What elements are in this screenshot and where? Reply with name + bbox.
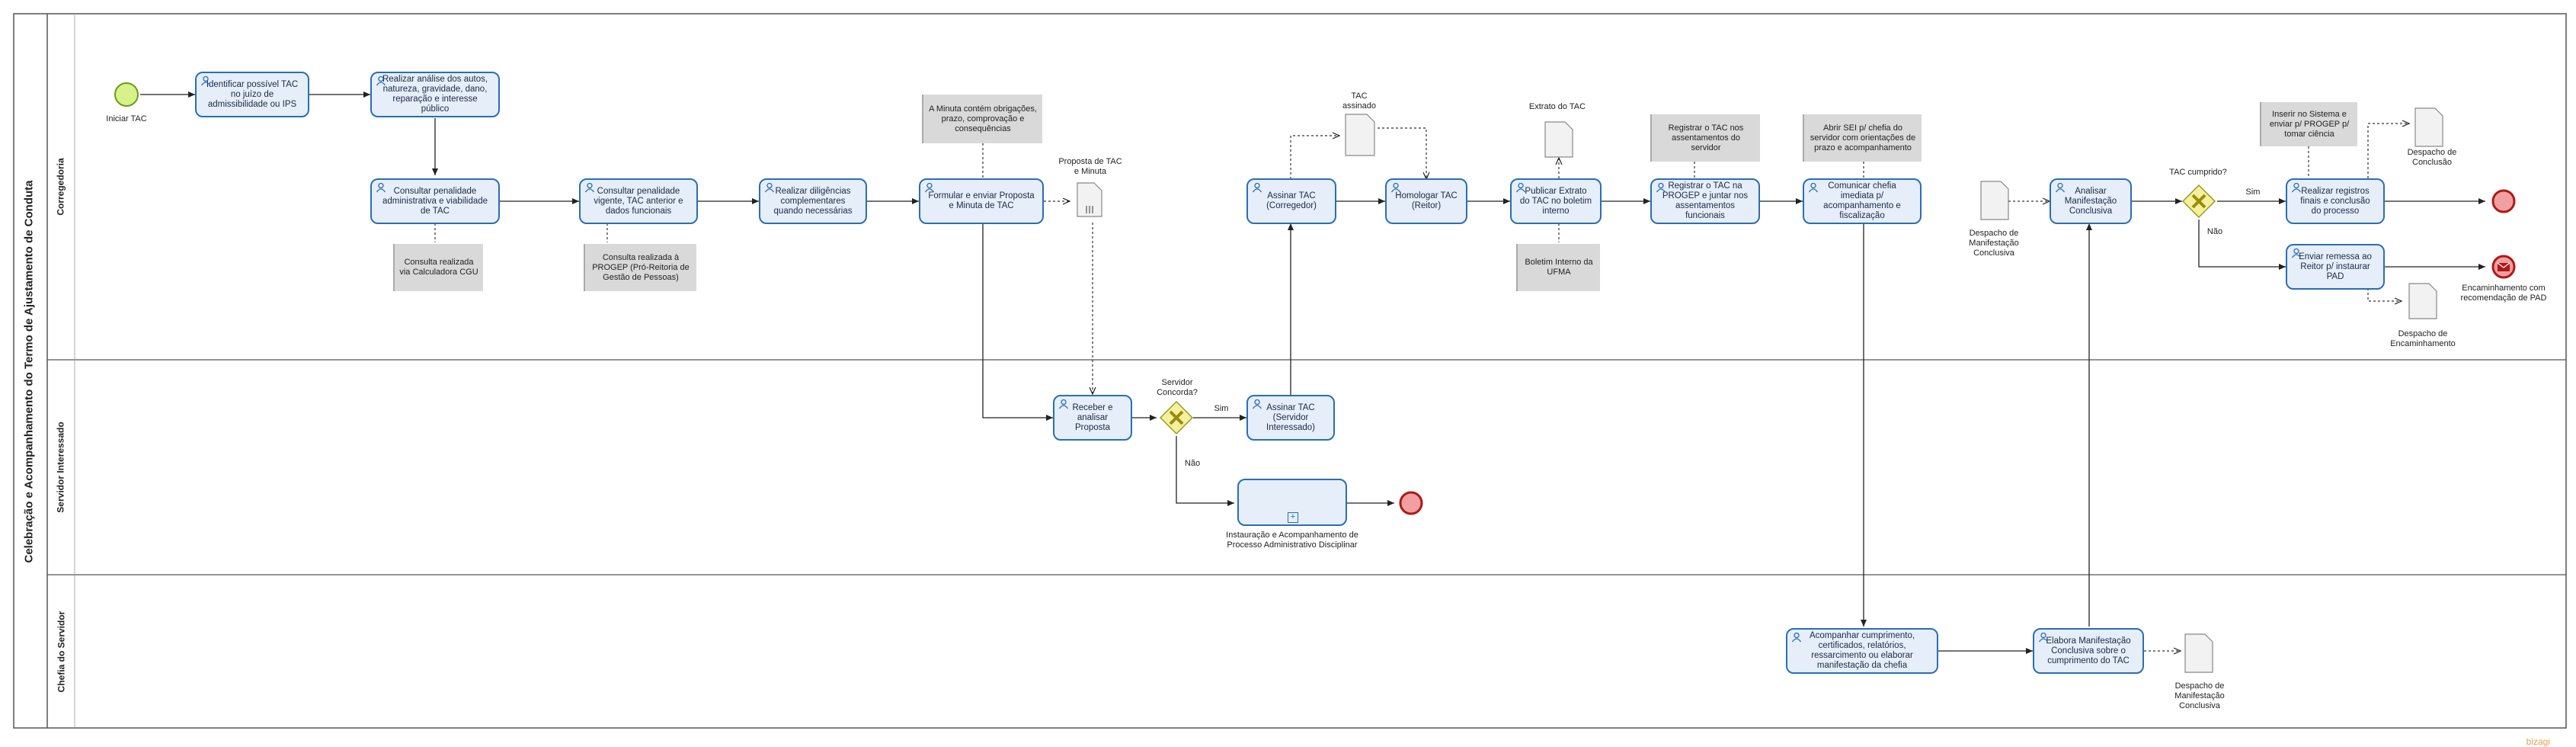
subprocess-plus-icon: + <box>1288 512 1298 523</box>
task-comunicar-chefia[interactable]: Comunicar chefia imediata p/ acompanhame… <box>1803 178 1922 224</box>
lane-corregedoria: Corregedoria <box>56 158 67 216</box>
user-icon <box>2291 248 2302 258</box>
note-calculadora-cgu: Consulta realizada via Calculadora CGU <box>393 244 483 291</box>
lane-servidor: Servidor Interessado <box>56 422 67 513</box>
note-boletim: Boletim Interno da UFMA <box>1516 244 1600 291</box>
doc-despacho-manifestacao-label: Despacho de Manifestação Conclusiva <box>1969 229 2019 258</box>
note-abrir-sei: Abrir SEI p/ chefia do servidor com orie… <box>1803 114 1922 162</box>
note-minuta: A Minuta contém obrigações, prazo, compr… <box>922 95 1042 143</box>
task-acompanhar-cumprimento[interactable]: Acompanhar cumprimento, certificados, re… <box>1786 628 1938 674</box>
doc-extrato <box>1544 121 1573 158</box>
task-identificar-tac[interactable]: Identificar possível TAC no juízo de adm… <box>195 72 309 117</box>
doc-despacho-manifestacao-1 <box>1980 181 2009 220</box>
start-event-label: Iniciar TAC <box>106 114 147 123</box>
task-assinar-tac-corregedor[interactable]: Assinar TAC (Corregedor) <box>1246 178 1336 224</box>
task-elabora-manifestacao[interactable]: Elabora Manifestação Conclusiva sobre o … <box>2033 628 2144 674</box>
bizagi-logo: bizagi <box>2526 736 2550 747</box>
end-event-pad <box>1399 491 1423 515</box>
task-assinar-tac-servidor[interactable]: Assinar TAC (Servidor Interessado) <box>1246 395 1335 441</box>
flow-sim-2: Sim <box>2245 188 2261 197</box>
task-diligencias[interactable]: Realizar diligências complementares quan… <box>759 178 867 224</box>
end-event-conclusion <box>2491 189 2516 213</box>
doc-tac-assinado <box>1345 114 1375 156</box>
note-assentamentos: Registrar o TAC nos assentamentos do ser… <box>1650 114 1760 162</box>
user-icon <box>2291 182 2302 193</box>
user-icon <box>1390 182 1401 193</box>
user-icon <box>376 182 386 193</box>
user-icon <box>1791 632 1802 643</box>
lane-chefia: Chefia do Servidor <box>56 611 66 692</box>
doc-tac-assinado-label: TAC assinado <box>1342 91 1377 111</box>
user-icon <box>376 75 386 86</box>
gateway-servidor-concorda-label: Servidor Concorda? <box>1157 378 1198 397</box>
doc-despacho-encaminhamento <box>2408 283 2437 319</box>
doc-despacho-manifestacao-2-label: Despacho de Manifestação Conclusiva <box>2174 681 2225 710</box>
flow-sim-1: Sim <box>1214 404 1229 413</box>
task-consultar-penalidade-vigente[interactable]: Consultar penalidade vigente, TAC anteri… <box>579 178 698 224</box>
pool-border <box>13 13 2567 729</box>
user-icon <box>1252 182 1262 193</box>
doc-extrato-label: Extrato do TAC <box>1528 102 1586 111</box>
flow-nao-2: Não <box>2206 227 2223 236</box>
task-homologar-tac[interactable]: Homologar TAC (Reitor) <box>1385 178 1467 224</box>
doc-proposta-label: Proposta de TAC e Minuta <box>1058 157 1122 176</box>
pool-title: Celebração e Acompanhamento do Termo de … <box>22 180 36 563</box>
task-enviar-remessa[interactable]: Enviar remessa ao Reitor p/ instaurar PA… <box>2286 244 2385 290</box>
note-progep: Consulta realizada à PROGEP (Pró-Reitori… <box>584 244 696 291</box>
user-icon <box>1656 182 1666 193</box>
user-icon <box>924 182 935 193</box>
user-icon <box>200 75 211 86</box>
doc-proposta <box>1077 182 1102 217</box>
doc-despacho-manifestacao-2 <box>2184 633 2213 673</box>
doc-despacho-encaminhamento-label: Despacho de Encaminhamento <box>2390 329 2456 348</box>
doc-despacho-conclusao-label: Despacho de Conclusão <box>2407 148 2457 167</box>
user-icon <box>1058 399 1069 409</box>
start-event <box>114 82 139 107</box>
user-icon <box>1252 399 1262 409</box>
user-icon <box>2038 632 2049 643</box>
task-formular-proposta[interactable]: Formular e enviar Proposta e Minuta de T… <box>919 178 1044 224</box>
end-event-pad-label: Encaminhamento com recomendação de PAD <box>2460 284 2547 303</box>
gateway-servidor-concorda <box>1159 400 1194 435</box>
task-registros-finais[interactable]: Realizar registros finais e conclusão do… <box>2286 178 2385 224</box>
subprocess-pad[interactable]: + <box>1237 479 1347 526</box>
flow-nao-1: Não <box>1184 459 1201 468</box>
user-icon <box>764 182 775 193</box>
task-analise-autos[interactable]: Realizar análise dos autos, natureza, gr… <box>370 72 500 117</box>
task-analisar-manifestacao[interactable]: Analisar Manifestação Conclusiva <box>2050 178 2132 224</box>
doc-despacho-conclusao <box>2414 107 2443 147</box>
task-publicar-extrato[interactable]: Publicar Extrato do TAC no boletim inter… <box>1510 178 1602 224</box>
subprocess-label: Instauração e Acompanhamento de Processo… <box>1226 531 1358 550</box>
gateway-tac-cumprido-label: TAC cumprido? <box>2169 168 2227 177</box>
gateway-tac-cumprido <box>2181 184 2216 219</box>
user-icon <box>2055 182 2066 193</box>
user-icon <box>584 182 595 193</box>
task-receber-proposta[interactable]: Receber e analisar Proposta <box>1053 395 1132 441</box>
user-icon <box>1808 182 1819 193</box>
task-registrar-progep[interactable]: Registrar o TAC na PROGEP e juntar nos a… <box>1650 178 1760 224</box>
task-consultar-penalidade-adm[interactable]: Consultar penalidade administrativa e vi… <box>370 178 500 224</box>
note-inserir-sistema: Inserir no Sistema e enviar p/ PROGEP p/… <box>2260 102 2357 146</box>
user-icon <box>1515 182 1526 193</box>
